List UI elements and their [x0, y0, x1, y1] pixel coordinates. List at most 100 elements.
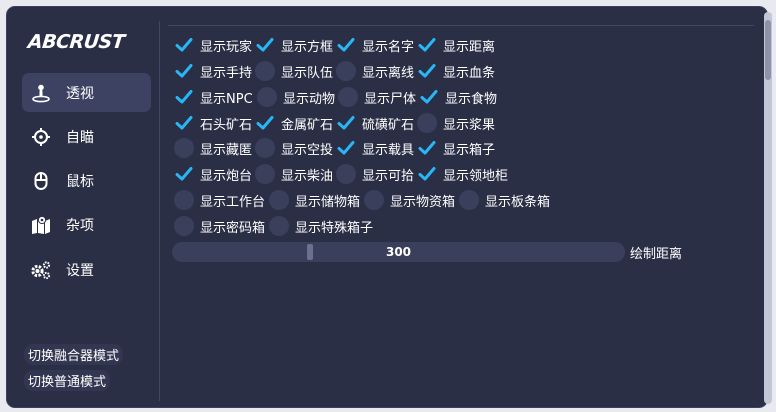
option-label: 显示动物: [283, 91, 336, 107]
option-label: 显示储物箱: [295, 194, 361, 210]
option-2[interactable]: 显示名字: [336, 34, 414, 56]
checkbox-unchecked-icon[interactable]: [269, 216, 289, 236]
option-7[interactable]: 显示血条: [417, 60, 495, 82]
option-label: 显示方框: [281, 39, 334, 55]
checkbox-checked-icon[interactable]: [336, 138, 356, 158]
option-24[interactable]: 显示工作台: [174, 189, 265, 211]
checkbox-checked-icon[interactable]: [336, 113, 356, 133]
checkbox-checked-icon[interactable]: [174, 113, 194, 133]
option-5[interactable]: 显示队伍: [255, 60, 333, 82]
checkbox-checked-icon[interactable]: [417, 61, 437, 81]
option-22[interactable]: 显示可拾: [336, 163, 414, 185]
option-3[interactable]: 显示距离: [417, 34, 495, 56]
option-label: 显示领地柜: [443, 168, 509, 184]
option-15[interactable]: 显示浆果: [417, 112, 495, 134]
map-icon: [30, 214, 52, 236]
checkbox-checked-icon[interactable]: [336, 35, 356, 55]
option-label: 显示距离: [443, 39, 496, 55]
checkbox-unchecked-icon[interactable]: [174, 138, 194, 158]
crosshair-icon: [30, 126, 52, 148]
checkbox-unchecked-icon[interactable]: [257, 87, 277, 107]
checkbox-checked-icon[interactable]: [174, 87, 194, 107]
checkbox-unchecked-icon[interactable]: [174, 216, 194, 236]
checkbox-unchecked-icon[interactable]: [417, 113, 437, 133]
sidebar-item-esp[interactable]: 透视: [22, 73, 151, 112]
checkbox-unchecked-icon[interactable]: [269, 190, 289, 210]
checkbox-checked-icon[interactable]: [174, 164, 194, 184]
option-10[interactable]: 显示尸体: [338, 86, 416, 108]
switch-normal-mode-button[interactable]: 切换普通模式: [24, 370, 111, 391]
option-label: 显示物资箱: [390, 194, 456, 210]
checkbox-checked-icon[interactable]: [417, 138, 437, 158]
option-17[interactable]: 显示空投: [255, 137, 333, 159]
option-label: 显示玩家: [200, 39, 253, 55]
option-label: 硫磺矿石: [362, 117, 415, 133]
option-label: 显示空投: [281, 142, 334, 158]
checkbox-unchecked-icon[interactable]: [336, 61, 356, 81]
option-4[interactable]: 显示手持: [174, 60, 252, 82]
option-label: 显示血条: [443, 65, 496, 81]
option-8[interactable]: 显示NPC: [174, 86, 253, 108]
option-19[interactable]: 显示箱子: [417, 137, 495, 159]
checkbox-checked-icon[interactable]: [417, 35, 437, 55]
option-label: 显示队伍: [281, 65, 334, 81]
option-12[interactable]: 石头矿石: [174, 112, 252, 134]
option-11[interactable]: 显示食物: [419, 86, 497, 108]
draw-distance-slider-handle[interactable]: [307, 244, 313, 260]
sidebar-item-aim[interactable]: 自瞄: [22, 117, 151, 156]
option-23[interactable]: 显示领地柜: [417, 163, 508, 185]
checkbox-unchecked-icon[interactable]: [336, 164, 356, 184]
option-27[interactable]: 显示板条箱: [459, 189, 550, 211]
checkbox-unchecked-icon[interactable]: [364, 190, 384, 210]
sidebar-item-settings[interactable]: 设置: [22, 250, 151, 289]
option-label: 金属矿石: [281, 117, 334, 133]
sidebar-item-mouse[interactable]: 鼠标: [22, 161, 151, 200]
sidebar-item-label: 杂项: [66, 217, 94, 234]
option-13[interactable]: 金属矿石: [255, 112, 333, 134]
option-25[interactable]: 显示储物箱: [269, 189, 360, 211]
sidebar-item-misc[interactable]: 杂项: [22, 205, 151, 244]
vertical-scrollbar[interactable]: [764, 12, 772, 404]
checkbox-checked-icon[interactable]: [174, 35, 194, 55]
option-label: 显示藏匿: [200, 142, 253, 158]
checkbox-unchecked-icon[interactable]: [459, 190, 479, 210]
switch-fuser-mode-button[interactable]: 切换融合器模式: [24, 344, 124, 365]
option-14[interactable]: 硫磺矿石: [336, 112, 414, 134]
checkbox-checked-icon[interactable]: [174, 61, 194, 81]
option-28[interactable]: 显示密码箱: [174, 215, 265, 237]
draw-distance-slider[interactable]: [172, 242, 625, 262]
app-logo: ABCRUST: [26, 31, 126, 53]
option-label: 显示离线: [362, 65, 415, 81]
sidebar-item-label: 透视: [66, 85, 94, 102]
option-label: 显示手持: [200, 65, 253, 81]
option-label: 石头矿石: [200, 117, 253, 133]
option-9[interactable]: 显示动物: [257, 86, 335, 108]
sidebar-item-label: 自瞄: [66, 129, 94, 146]
checkbox-checked-icon[interactable]: [419, 87, 439, 107]
checkbox-checked-icon[interactable]: [417, 164, 437, 184]
checkbox-checked-icon[interactable]: [255, 113, 275, 133]
checkbox-unchecked-icon[interactable]: [255, 61, 275, 81]
option-29[interactable]: 显示特殊箱子: [269, 215, 373, 237]
checkbox-checked-icon[interactable]: [255, 35, 275, 55]
checkbox-unchecked-icon[interactable]: [255, 138, 275, 158]
scrollbar-thumb[interactable]: [765, 20, 771, 80]
option-18[interactable]: 显示载具: [336, 137, 414, 159]
option-6[interactable]: 显示离线: [336, 60, 414, 82]
content-divider: [168, 25, 754, 26]
option-1[interactable]: 显示方框: [255, 34, 333, 56]
option-20[interactable]: 显示炮台: [174, 163, 252, 185]
option-label: 显示名字: [362, 39, 415, 55]
checkbox-unchecked-icon[interactable]: [174, 190, 194, 210]
sidebar-item-label: 设置: [66, 262, 94, 279]
option-label: 显示工作台: [200, 194, 266, 210]
option-16[interactable]: 显示藏匿: [174, 137, 252, 159]
sidebar-item-label: 鼠标: [66, 173, 94, 190]
option-label: 显示炮台: [200, 168, 253, 184]
checkbox-unchecked-icon[interactable]: [338, 87, 358, 107]
option-0[interactable]: 显示玩家: [174, 34, 252, 56]
checkbox-unchecked-icon[interactable]: [255, 164, 275, 184]
option-label: 显示可拾: [362, 168, 415, 184]
option-21[interactable]: 显示柴油: [255, 163, 333, 185]
option-26[interactable]: 显示物资箱: [364, 189, 455, 211]
